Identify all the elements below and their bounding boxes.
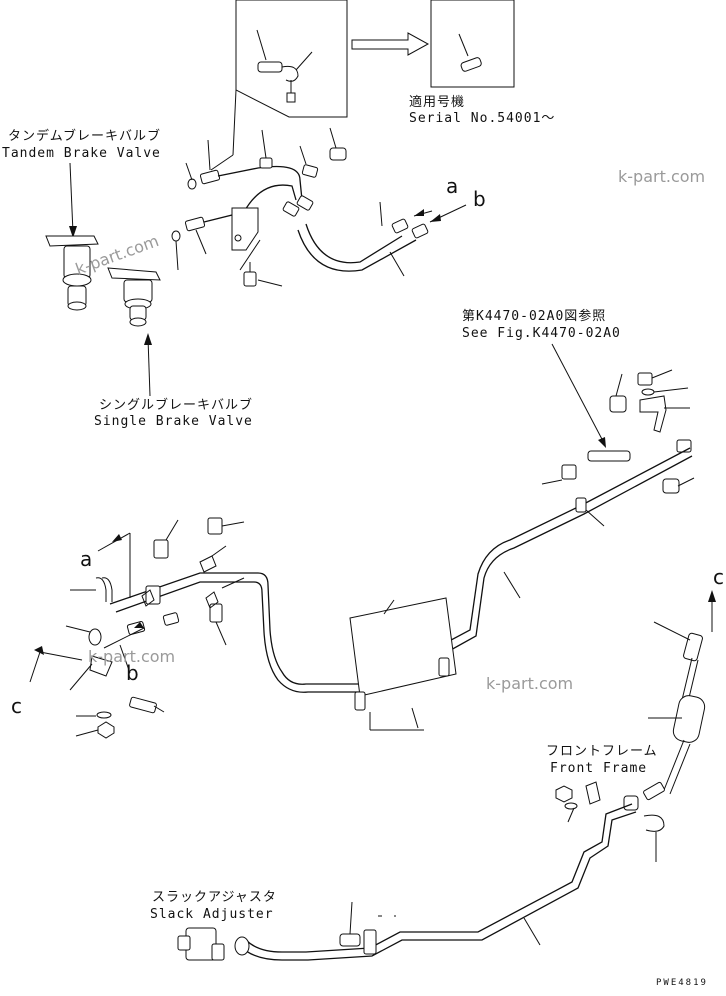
ref-c-left: c <box>11 694 22 718</box>
detail-box-after <box>430 0 515 88</box>
left-lower-fittings <box>29 517 245 739</box>
see-fig-leader <box>551 343 605 444</box>
slack-adjuster <box>177 927 250 961</box>
watermark-1: k-part.com <box>618 167 705 186</box>
slack-adjuster-label-en: Slack Adjuster <box>150 907 274 922</box>
single-leader <box>147 337 151 397</box>
slack-adjuster-label-jp: スラックアジャスタ <box>152 890 277 905</box>
single-brake-valve-label-en: Single Brake Valve <box>94 414 253 429</box>
ref-b-left: b <box>126 661 139 685</box>
single-leader-arrowhead <box>144 333 152 345</box>
arrow-to-new-part <box>351 32 430 56</box>
ref-b-top: b <box>473 187 486 211</box>
single-brake-valve-label-jp: シングルブレーキバルブ <box>99 397 253 413</box>
serial-label-jp: 適用号機 <box>409 94 465 110</box>
tandem-brake-valve <box>45 235 99 311</box>
right-upper-fittings <box>541 369 695 494</box>
drawing-code: PWE4819 <box>656 978 708 988</box>
front-frame-label-jp: フロントフレーム <box>546 744 658 759</box>
watermark-4: k-part.com <box>486 674 573 693</box>
tandem-brake-valve-label-jp: タンデムブレーキバルブ <box>8 128 161 144</box>
watermark-3: k-part.com <box>88 647 175 666</box>
detail-box-before <box>210 0 348 171</box>
front-frame-fittings <box>555 781 665 862</box>
ref-a-top: a <box>446 174 458 198</box>
upper-fittings <box>171 127 467 287</box>
tandem-brake-valve-label-en: Tandem Brake Valve <box>2 146 161 161</box>
see-fig-label-en: See Fig.K4470-02A0 <box>462 326 621 341</box>
main-brake-pipe <box>109 447 693 731</box>
tandem-leader <box>69 162 74 234</box>
ref-a-left: a <box>80 547 92 571</box>
single-brake-valve <box>107 267 161 327</box>
front-frame-label-en: Front Frame <box>550 761 647 776</box>
serial-label-en: Serial No.54001〜 <box>409 111 555 126</box>
tandem-leader-arrowhead <box>69 226 77 238</box>
see-fig-label-jp: 第K4470-02A0図参照 <box>462 308 606 324</box>
right-hose <box>643 590 716 801</box>
ref-c-right: c <box>713 565 724 589</box>
lower-brake-pipe <box>239 803 637 961</box>
